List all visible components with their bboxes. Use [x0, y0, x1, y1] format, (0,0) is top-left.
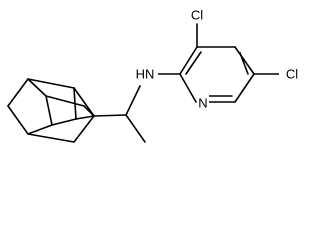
bond — [73, 115, 95, 143]
pyridine-nitrogen-label: N — [198, 96, 207, 111]
amine-nh-label: HN — [136, 67, 155, 82]
bond — [234, 73, 255, 103]
label-background — [184, 6, 210, 23]
chlorine-label-right: Cl — [286, 67, 298, 82]
bond — [179, 46, 198, 75]
bond — [83, 105, 95, 117]
bond — [93, 114, 127, 117]
chlorine-label-top: Cl — [191, 8, 203, 23]
bond — [73, 87, 77, 120]
bond — [27, 124, 53, 135]
label-background — [132, 66, 158, 83]
bond — [27, 78, 75, 89]
bond — [75, 115, 95, 120]
pyridine-ring — [179, 46, 255, 103]
bond — [7, 105, 29, 135]
structure-canvas: Cl Cl HN N — [7, 6, 306, 143]
bond — [51, 118, 77, 126]
bond — [45, 95, 85, 107]
bond — [125, 85, 141, 116]
linker — [93, 85, 146, 143]
bond — [27, 133, 75, 143]
bond — [7, 78, 29, 107]
bond — [239, 52, 249, 75]
label-background — [197, 95, 209, 110]
bond — [179, 73, 197, 103]
bond — [45, 95, 53, 126]
bond — [234, 46, 255, 75]
chloro-bonds — [196, 23, 281, 75]
bond — [125, 114, 146, 143]
adamantane-cage — [7, 78, 95, 143]
bond — [27, 78, 47, 97]
bond — [185, 51, 202, 75]
atom-labels: Cl Cl HN N — [132, 6, 306, 111]
bond — [73, 87, 95, 117]
molecule-drawing: Cl Cl HN N — [7, 6, 306, 143]
label-background — [279, 66, 306, 83]
